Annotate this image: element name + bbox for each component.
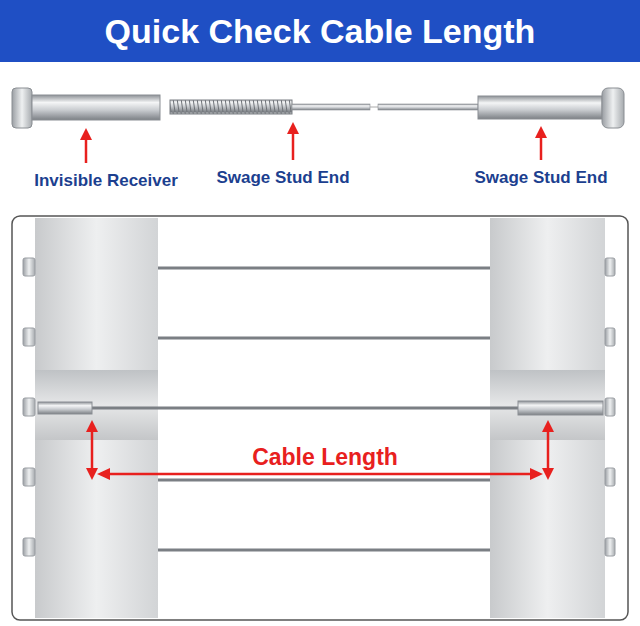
title-banner: Quick Check Cable Length <box>0 0 640 62</box>
label-wrap: Swage Stud End <box>216 168 349 188</box>
title-wrap: Quick Check Cable Length <box>105 0 536 62</box>
label-wrap: Invisible Receiver <box>34 171 178 191</box>
part-label: Swage Stud End <box>216 168 349 188</box>
title: Quick Check Cable Length <box>105 0 536 62</box>
dimension-label: Cable Length <box>248 444 402 470</box>
part-label: Swage Stud End <box>474 168 607 188</box>
label-wrap: Cable Length <box>248 444 402 470</box>
label-wrap: Swage Stud End <box>474 168 607 188</box>
part-label: Invisible Receiver <box>34 171 178 191</box>
